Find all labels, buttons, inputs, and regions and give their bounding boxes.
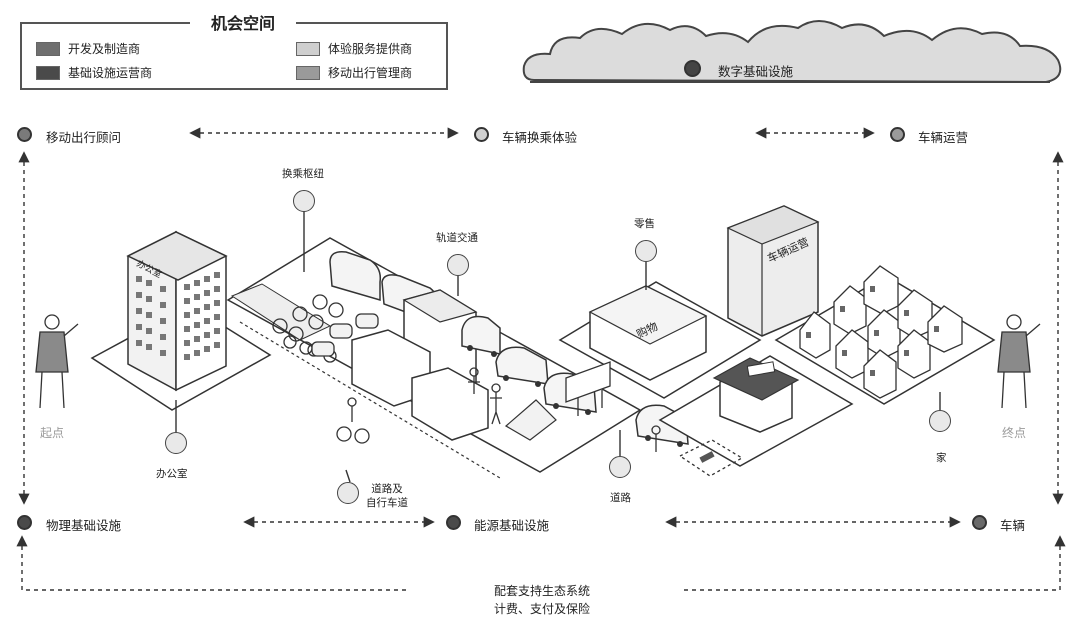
transfer-experience-node: [474, 127, 489, 142]
road-callout: [609, 456, 631, 478]
legend-label-mobility-manager: 移动出行管理商: [328, 66, 413, 80]
top-left-label: 移动出行顾问: [46, 130, 122, 145]
hub-callout: [293, 190, 315, 212]
legend-swatch-infra-operator: [36, 66, 60, 80]
footer-line2: 计费、支付及保险: [493, 602, 590, 616]
top-center-label: 车辆换乘体验: [502, 130, 578, 145]
retail-callout: [635, 240, 657, 262]
digital-infra-node: [684, 60, 701, 77]
retail-label: 零售: [634, 218, 655, 230]
footer-line1: 配套支持生态系统: [493, 584, 590, 598]
vehicle-operations-node: [890, 127, 905, 142]
hub-label: 换乘枢纽: [282, 168, 324, 180]
energy-infra-node: [446, 515, 461, 530]
road-label: 道路: [610, 492, 631, 504]
mobility-advisor-node: [17, 127, 32, 142]
cloud-shape: [522, 20, 1062, 84]
vehicle-node: [972, 515, 987, 530]
legend-title: 机会空间: [190, 10, 296, 34]
top-right-label: 车辆运营: [918, 130, 969, 145]
legend-label-experience: 体验服务提供商: [328, 42, 413, 56]
bottom-right-label: 车辆: [1000, 518, 1026, 533]
legend-swatch-developer: [36, 42, 60, 56]
start-label: 起点: [40, 426, 65, 440]
home-callout: [929, 410, 951, 432]
bottom-left-label: 物理基础设施: [46, 518, 122, 533]
legend-swatch-mobility-manager: [296, 66, 320, 80]
legend-swatch-experience: [296, 42, 320, 56]
cloud-label: 数字基础设施: [718, 64, 794, 79]
office-label: 办公室: [156, 468, 188, 480]
end-label: 终点: [1002, 426, 1027, 440]
rail-callout: [447, 254, 469, 276]
bottom-center-label: 能源基础设施: [474, 518, 550, 533]
home-label: 家: [936, 452, 947, 464]
road-bike-callout: [337, 482, 359, 504]
road-bike-label: 道路及 自行车道: [366, 483, 408, 509]
office-callout: [165, 432, 187, 454]
legend-label-infra-operator: 基础设施运营商: [68, 66, 153, 80]
physical-infra-node: [17, 515, 32, 530]
legend-label-developer: 开发及制造商: [68, 42, 141, 56]
rail-label: 轨道交通: [436, 232, 478, 244]
